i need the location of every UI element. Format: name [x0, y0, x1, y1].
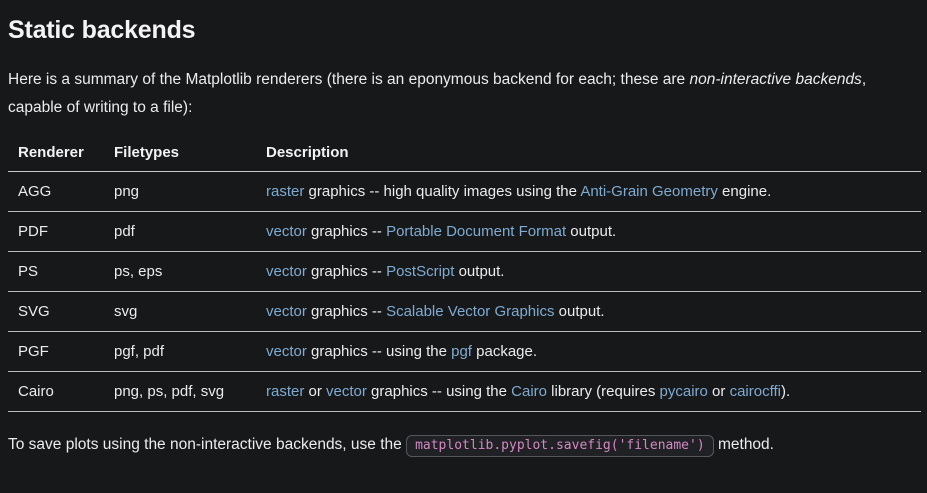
doc-page: Static backends Here is a summary of the… [0, 15, 927, 458]
inline-code: matplotlib.pyplot.savefig('filename') [406, 435, 714, 457]
renderer-cell: SVG [8, 291, 104, 332]
text-span: graphics -- [306, 223, 387, 240]
column-header-renderer: Renderer [8, 135, 104, 172]
link-raster[interactable]: raster [266, 383, 305, 400]
filetypes-cell: ps, eps [104, 251, 256, 292]
text-span: output. [566, 223, 617, 240]
text-span: library (requires [547, 383, 660, 400]
text-span: method. [713, 436, 774, 453]
text-span: Here is a summary of the Matplotlib rend… [8, 71, 690, 88]
link-cairocffi[interactable]: cairocffi [729, 383, 781, 400]
renderer-cell: Cairo [8, 371, 104, 412]
filetypes-cell: png [104, 171, 256, 212]
filetypes-cell: svg [104, 291, 256, 332]
text-span: graphics -- [306, 263, 387, 280]
text-span: , capable of writing to a file): [8, 71, 867, 116]
column-header-description: Description [256, 135, 921, 172]
filetypes-cell: pgf, pdf [104, 331, 256, 372]
link-portable-document-format[interactable]: Portable Document Format [386, 223, 567, 240]
link-pgf[interactable]: pgf [451, 343, 472, 360]
emphasized-text: non-interactive backends [689, 71, 862, 88]
filetypes-cell: pdf [104, 211, 256, 252]
link-vector[interactable]: vector [326, 383, 367, 400]
renderer-cell: PGF [8, 331, 104, 372]
text-span: To save plots using the non-interactive … [8, 436, 407, 453]
description-cell: vector graphics -- Portable Document For… [256, 211, 921, 252]
text-span: ). [781, 383, 791, 400]
text-span: engine. [717, 183, 772, 200]
description-cell: raster or vector graphics -- using the C… [256, 371, 921, 412]
link-pycairo[interactable]: pycairo [659, 383, 708, 400]
link-vector[interactable]: vector [266, 223, 307, 240]
link-postscript[interactable]: PostScript [386, 263, 455, 280]
text-span: package. [471, 343, 538, 360]
outro-paragraph: To save plots using the non-interactive … [8, 432, 919, 458]
text-span: or [707, 383, 730, 400]
description-cell: vector graphics -- using the pgf package… [256, 331, 921, 372]
link-scalable-vector-graphics[interactable]: Scalable Vector Graphics [386, 303, 555, 320]
intro-paragraph: Here is a summary of the Matplotlib rend… [8, 66, 919, 122]
text-span: output. [554, 303, 605, 320]
link-cairo[interactable]: Cairo [511, 383, 547, 400]
link-raster[interactable]: raster [266, 183, 305, 200]
text-span: graphics -- using the [306, 343, 452, 360]
page-title: Static backends [8, 16, 196, 44]
renderer-cell: AGG [8, 171, 104, 212]
column-header-filetypes: Filetypes [104, 135, 256, 172]
filetypes-cell: png, ps, pdf, svg [104, 371, 256, 412]
text-span: or [304, 383, 327, 400]
text-span: graphics -- using the [366, 383, 512, 400]
text-span: graphics -- [306, 303, 387, 320]
renderer-cell: PDF [8, 211, 104, 252]
link-anti-grain-geometry[interactable]: Anti-Grain Geometry [580, 183, 718, 200]
description-cell: vector graphics -- Scalable Vector Graph… [256, 291, 921, 332]
description-cell: raster graphics -- high quality images u… [256, 171, 921, 212]
text-span: output. [454, 263, 505, 280]
link-vector[interactable]: vector [266, 343, 307, 360]
description-cell: vector graphics -- PostScript output. [256, 251, 921, 292]
link-vector[interactable]: vector [266, 263, 307, 280]
link-vector[interactable]: vector [266, 303, 307, 320]
renderer-cell: PS [8, 251, 104, 292]
text-span: graphics -- high quality images using th… [304, 183, 581, 200]
